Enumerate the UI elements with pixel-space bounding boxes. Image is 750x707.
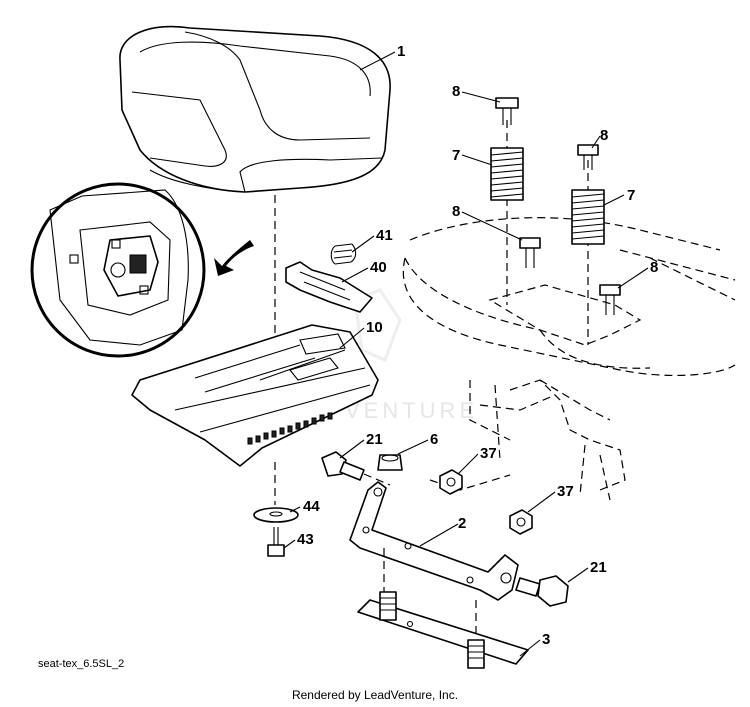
seat-pan-part[interactable] — [131, 324, 379, 467]
bolt-top-right-part[interactable] — [577, 144, 599, 170]
callout-bolt-mid-right: 8 — [650, 259, 658, 276]
flange-nut-part[interactable] — [377, 454, 403, 471]
callout-screw: 43 — [297, 531, 314, 548]
seat-part[interactable] — [119, 25, 391, 193]
callout-shoulder-bolt-left: 21 — [366, 431, 383, 448]
callout-mount-plate: 3 — [542, 631, 550, 648]
screw-part[interactable] — [267, 527, 285, 557]
nut-left-part[interactable] — [439, 469, 463, 495]
callout-nut-right: 37 — [557, 483, 574, 500]
shoulder-bolt-right-part[interactable] — [515, 575, 569, 607]
callout-spring-left: 7 — [452, 147, 460, 164]
small-spring-part[interactable] — [330, 243, 357, 265]
seat-bracket-part[interactable] — [349, 481, 519, 601]
nut-right-part[interactable] — [509, 509, 533, 535]
callout-bolt-top-left: 8 — [452, 83, 460, 100]
callout-small-spring: 41 — [376, 227, 393, 244]
callout-flange-nut: 6 — [430, 431, 438, 448]
watermark-text: VENTURE — [345, 398, 478, 423]
callout-seat: 1 — [397, 43, 405, 60]
callout-shoulder-bolt-right: 21 — [590, 559, 607, 576]
frame-outline — [402, 217, 736, 501]
detail-inset — [30, 182, 206, 358]
spring-bracket-part[interactable] — [285, 261, 373, 313]
callout-bolt-mid-left: 8 — [452, 203, 460, 220]
credit-line: Rendered by LeadVenture, Inc. — [291, 688, 459, 702]
bolt-mid-right-part[interactable] — [599, 284, 621, 315]
leader-lines — [283, 51, 649, 657]
seat-pan-slots — [247, 412, 333, 445]
washer-part[interactable] — [253, 507, 299, 523]
callout-spring-right: 7 — [627, 187, 635, 204]
watermark: VENTURE — [345, 288, 478, 423]
drawing-id: seat-tex_6.5SL_2 — [38, 658, 125, 670]
bolt-top-left-part[interactable] — [495, 97, 519, 125]
callout-bolt-top-right: 8 — [600, 127, 608, 144]
callout-washer: 44 — [303, 498, 320, 515]
mount-plate-part[interactable] — [357, 591, 529, 669]
callout-seat-bracket: 2 — [458, 515, 466, 532]
spring-left-part[interactable] — [490, 147, 524, 201]
detail-arrow-icon — [214, 240, 254, 276]
callout-nut-left: 37 — [480, 445, 497, 462]
callout-seat-pan: 10 — [366, 319, 383, 336]
spring-right-part[interactable] — [571, 189, 605, 245]
callout-labels: 1 8 8 7 7 8 8 41 40 10 21 6 37 37 2 44 4… — [297, 43, 658, 648]
bolt-mid-left-part[interactable] — [519, 237, 541, 268]
callout-spring-bracket: 40 — [370, 259, 387, 276]
